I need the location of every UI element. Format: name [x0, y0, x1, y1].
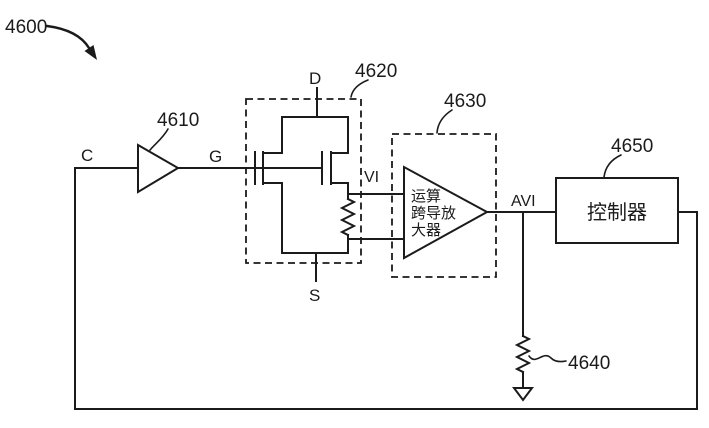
right-mosfet-drain-lead	[330, 116, 349, 154]
controller-box	[555, 177, 679, 244]
ground-symbol-icon	[512, 387, 534, 402]
buffer-amp-ref-label: 4610	[157, 110, 199, 131]
transistor-block-dashed-box	[245, 98, 362, 264]
controller-ref-label: 4650	[611, 136, 653, 157]
ota-name-line1: 运算	[411, 187, 441, 205]
transistor-block-leader-line	[350, 79, 369, 98]
left-mosfet-source-lead	[262, 182, 283, 254]
node-avi-label: AVI	[511, 193, 536, 210]
terminal-d-label: D	[309, 69, 321, 88]
ota-name-line3: 大器	[411, 222, 441, 239]
terminal-s-label: S	[309, 286, 320, 305]
ground-resistor-ref-label: 4640	[568, 353, 610, 374]
ota-leader-line	[436, 109, 453, 134]
figure-ref-label: 4600	[5, 17, 47, 38]
node-vi-label: VI	[364, 169, 379, 186]
controller-leader-line	[603, 154, 622, 178]
buffer-amp-leader-line	[149, 128, 169, 151]
ota-name-line2: 跨导放	[411, 205, 456, 222]
sense-resistor-zigzag	[339, 197, 357, 237]
ground-resistor-zigzag	[514, 334, 532, 374]
feedback-loop-wire	[74, 167, 698, 410]
controller-label: 控制器	[587, 201, 647, 224]
ota-ref-label: 4630	[444, 91, 486, 112]
ota-dashed-box	[391, 133, 497, 278]
node-g-label: G	[209, 147, 222, 166]
node-c-label: C	[81, 146, 93, 165]
left-mosfet-drain-lead	[262, 116, 283, 154]
transistor-block-ref-label: 4620	[355, 61, 397, 82]
right-mosfet-source-lead	[330, 182, 349, 200]
buffer-amp-triangle	[137, 143, 180, 194]
figure-ref-arrow	[45, 24, 91, 50]
ota-triangle	[403, 165, 490, 260]
ground-resistor-leader-line	[528, 354, 567, 363]
figure-ref-arrowhead-icon	[84, 45, 97, 60]
